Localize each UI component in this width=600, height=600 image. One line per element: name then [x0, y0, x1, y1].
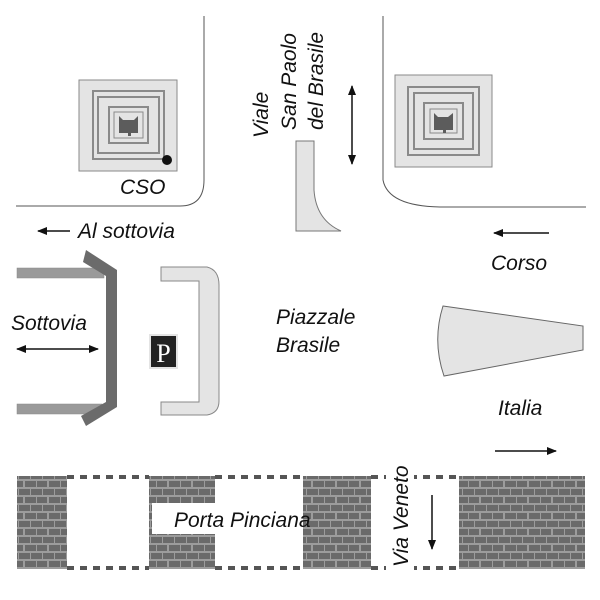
- gate-outlines: [67, 475, 459, 570]
- label-corso: Corso: [491, 252, 547, 275]
- curb-top-right: [382, 16, 586, 208]
- wall-segment: [303, 476, 371, 569]
- curb-top-left: [16, 16, 205, 207]
- label-bg-via-veneto: [386, 440, 414, 570]
- label-via-veneto: Via Veneto: [390, 465, 413, 567]
- wall-segment: [17, 476, 67, 569]
- cso-marker: [162, 155, 172, 165]
- building-cso: [78, 79, 178, 172]
- building-core: [434, 113, 453, 133]
- sottovia-structure: [16, 250, 117, 426]
- label-porta-pinciana: Porta Pinciana: [174, 509, 311, 532]
- parking-area: [160, 266, 220, 416]
- label-piazzale: Piazzale: [276, 306, 355, 329]
- svg-text:P: P: [156, 339, 170, 368]
- label-cso: CSO: [120, 176, 166, 199]
- label-viale: Viale: [250, 92, 273, 138]
- traffic-island-right: [437, 305, 584, 377]
- wall-segment: [459, 476, 585, 569]
- traffic-island-top: [295, 140, 342, 232]
- label-brasile: Brasile: [276, 334, 340, 357]
- parking-icon: P: [149, 334, 178, 369]
- building-core: [119, 116, 138, 136]
- label-sottovia: Sottovia: [11, 312, 87, 335]
- label-bg-porta-pinciana: [152, 503, 301, 534]
- label-al-sottovia: Al sottovia: [76, 220, 175, 243]
- building-right: [394, 74, 493, 168]
- city-wall: [17, 476, 585, 569]
- label-italia: Italia: [498, 397, 542, 420]
- label-del-brasile: del Brasile: [305, 32, 328, 130]
- label-san-paolo: San Paolo: [278, 33, 301, 130]
